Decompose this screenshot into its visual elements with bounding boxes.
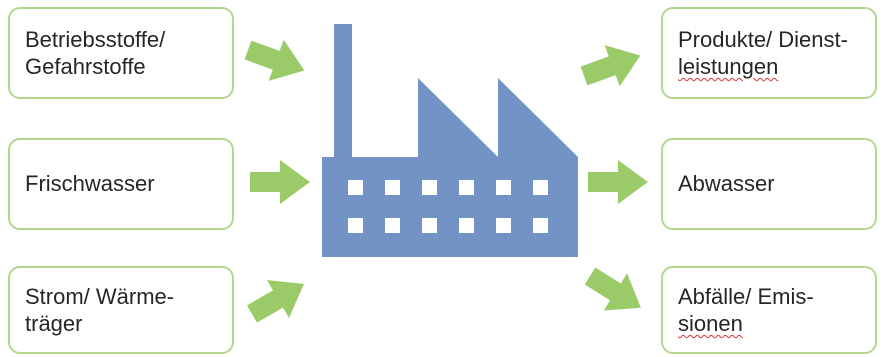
input-label-line1: Strom/ Wärme- [25, 283, 175, 309]
factory-windows [348, 180, 548, 233]
output-label-line1: Abfälle/ Emis- [678, 283, 814, 309]
arrow-out-waste-icon [578, 257, 653, 327]
input-label-line2: träger [25, 311, 83, 336]
output-box-waste-emissions: Abfälle/ Emis-sionen [661, 266, 877, 354]
arrow-in-operating-supplies-icon [240, 29, 312, 92]
arrow-in-energy-icon [241, 264, 315, 334]
input-label-line2: Gefahrstoffe [25, 54, 146, 79]
output-label-line2: leistungen [678, 54, 779, 79]
output-label-line2: sionen [678, 311, 743, 336]
input-box-freshwater: Frischwasser [8, 138, 234, 230]
input-label-line1: Betriebsstoffe/ [25, 26, 166, 52]
factory-icon [322, 24, 578, 257]
output-box-products: Produkte/ Dienst-leistungen [661, 7, 877, 99]
arrow-out-products-icon [576, 34, 648, 97]
arrow-in-freshwater-icon [250, 160, 310, 204]
output-label-line1: Abwasser [678, 171, 775, 197]
input-box-energy: Strom/ Wärme-träger [8, 266, 234, 354]
input-label-line1: Frischwasser [25, 171, 155, 197]
arrow-out-wastewater-icon [588, 160, 648, 204]
input-box-operating-supplies: Betriebsstoffe/Gefahrstoffe [8, 7, 234, 99]
output-label-line1: Produkte/ Dienst- [678, 26, 848, 52]
output-box-wastewater: Abwasser [661, 138, 877, 230]
